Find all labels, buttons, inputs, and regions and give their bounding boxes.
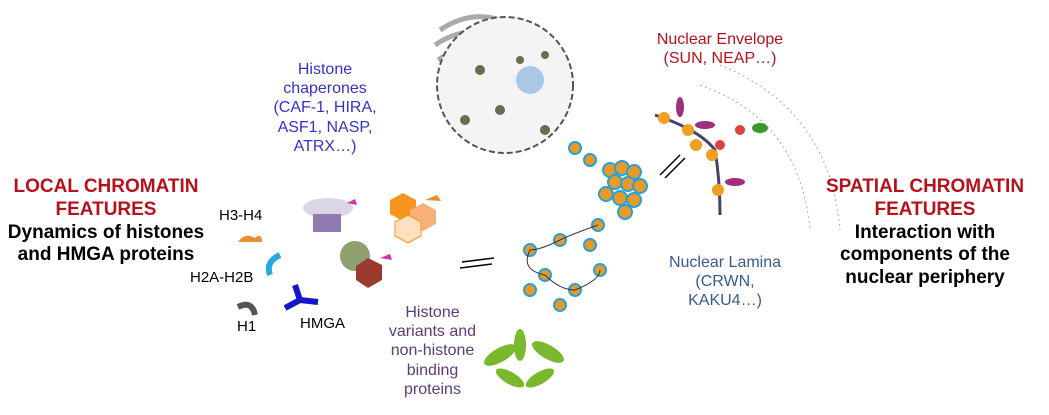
chromatin-cluster: [523, 141, 648, 312]
exchange-arrow-right: [659, 154, 686, 179]
text-line: variants and: [388, 323, 477, 341]
text-line: KAKU4…): [688, 292, 762, 310]
nuclear-envelope-label: Nuclear Envelope (SUN, NEAP…): [630, 30, 810, 68]
local-title-1: LOCAL CHROMATIN: [13, 176, 199, 197]
text-line: binding: [406, 361, 459, 379]
histone-variants-label: Histone variants and non-histone binding…: [370, 303, 495, 399]
local-features-block: LOCAL CHROMATIN FEATURES Dynamics of his…: [0, 176, 212, 267]
local-sub-1: Dynamics of histones: [7, 221, 205, 243]
hmga-label: HMGA: [300, 315, 345, 332]
histone-chaperones-label: Histone chaperones (CAF-1, HIRA, ASF1, N…: [255, 60, 395, 156]
text-line: Histone: [405, 304, 460, 321]
text-line: proteins: [404, 380, 461, 398]
text-line: non-histone: [390, 342, 475, 360]
text-line: (CRWN,: [695, 273, 755, 291]
text-line: chaperones: [283, 80, 367, 98]
h1-label: H1: [237, 318, 257, 335]
exchange-arrow-left: [459, 257, 495, 269]
spatial-title-1: SPATIAL CHROMATIN: [825, 176, 1025, 197]
spatial-sub-2: components of the: [840, 244, 1010, 266]
text-line: Histone: [297, 61, 353, 78]
spatial-features-block: SPATIAL CHROMATIN FEATURES Interaction w…: [810, 176, 1040, 290]
nucleus-illustration: [433, 14, 574, 154]
spatial-sub-3: nuclear periphery: [845, 267, 1005, 289]
text-line: ASF1, NASP,: [277, 118, 373, 136]
spatial-title-2: FEATURES: [874, 198, 976, 220]
text-line: Nuclear Envelope: [656, 31, 784, 48]
nuclear-lamina-label: Nuclear Lamina (CRWN, KAKU4…): [650, 253, 800, 311]
local-sub-2: and HMGA proteins: [17, 244, 195, 266]
spatial-sub-1: Interaction with: [854, 221, 996, 243]
local-title-2: FEATURES: [55, 198, 157, 220]
nuclear-periphery-illustration: [654, 64, 841, 231]
text-line: Nuclear Lamina: [668, 254, 782, 271]
protein-shapes: [236, 193, 441, 316]
h2a-h2b-label: H2A-H2B: [190, 269, 254, 286]
text-line: (SUN, NEAP…): [663, 50, 777, 68]
h3-h4-label: H3-H4: [219, 207, 263, 224]
text-line: (CAF-1, HIRA,: [273, 99, 377, 117]
plant-illustration: [484, 329, 564, 388]
text-line: ATRX…): [293, 137, 357, 155]
